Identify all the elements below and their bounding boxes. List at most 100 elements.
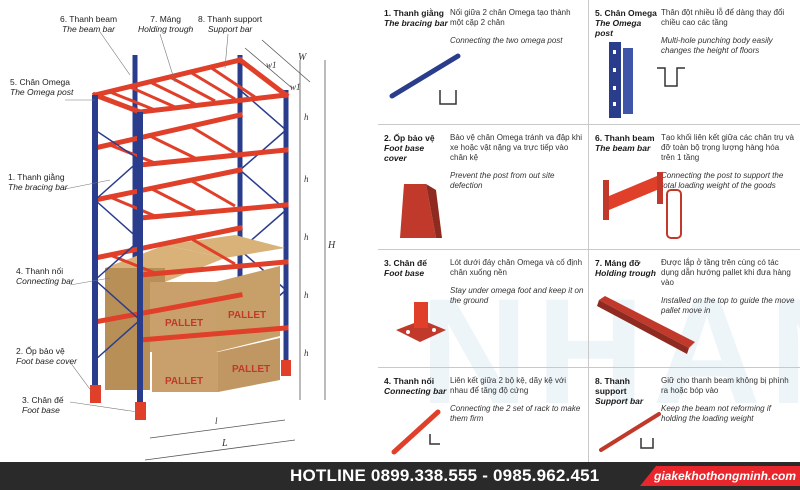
- foot-covers: [90, 360, 291, 420]
- watermark: NHANH: [420, 267, 800, 435]
- callout-trough-vi: 7. Máng: [150, 14, 181, 24]
- beam-bar-icon: [603, 172, 682, 239]
- part-title-vi: 1. Thanh giằng: [384, 8, 444, 18]
- dim-W: W: [298, 52, 308, 63]
- rack-diagram: PALLET PALLET PALLET PALLET: [59, 31, 336, 461]
- part-title-vi: 6. Thanh beam: [595, 133, 655, 143]
- callout-trough: 7. Máng Holding trough: [138, 14, 193, 34]
- part-title-vi: 2. Ốp bảo vệ: [384, 133, 435, 143]
- dim-h-5: h: [304, 348, 309, 358]
- part-desc-en: Prevent the post from out site defection: [450, 171, 555, 190]
- foot-base-icon: [396, 302, 446, 342]
- part-title-vi: 3. Chân đế: [384, 258, 427, 268]
- callout-beam-en: The beam bar: [62, 24, 115, 34]
- callout-cover-en: Foot base cover: [16, 356, 77, 366]
- support-bar-icon: [599, 412, 661, 452]
- dim-h-3: h: [304, 232, 309, 242]
- part-desc-en: Connecting the 2 set of rack to make the…: [450, 404, 581, 423]
- callout-support-en: Support bar: [207, 24, 253, 34]
- dim-w1-bottom: w1: [290, 82, 301, 92]
- callout-foot-en: Foot base: [22, 405, 60, 415]
- dim-l: l: [215, 416, 218, 426]
- part-desc-vi: Liên kết giữa 2 bộ kệ, dãy kệ với nhau đ…: [450, 376, 566, 395]
- hotline-text[interactable]: HOTLINE 0899.338.555 - 0985.962.451: [290, 466, 600, 485]
- part-title-vi: 8. Thanh support: [595, 376, 630, 396]
- callout-bracing-vi: 1. Thanh giằng: [8, 172, 65, 182]
- callout-connect-en: Connecting bar: [16, 276, 74, 286]
- part-title-en: The beam bar: [595, 143, 651, 153]
- callout-foot-vi: 3. Chân đế: [22, 395, 64, 405]
- part-desc-vi: Tạo khối liên kết giữa các chân trụ và đ…: [661, 133, 794, 162]
- bracing-bar-icon: [389, 53, 461, 105]
- pallet-label-4: PALLET: [232, 364, 270, 375]
- part-title-en: Foot base cover: [384, 143, 425, 163]
- part-desc-vi: Bảo vệ chân Omega tránh va đập khi xe ho…: [450, 133, 583, 162]
- part-desc-en: Connecting the two omega post: [450, 36, 563, 45]
- callout-beam: 6. Thanh beam The beam bar: [60, 14, 117, 34]
- part-title-vi: 4. Thanh nối: [384, 376, 435, 386]
- callout-cover-vi: 2. Ốp bảo vệ: [16, 346, 65, 356]
- part-desc-vi: Được lắp ở tầng trên cùng có tác dụng dẫ…: [661, 258, 791, 287]
- connecting-bar-icon: [391, 409, 441, 455]
- pallet-label-2: PALLET: [228, 310, 266, 321]
- dim-h-4: h: [304, 290, 309, 300]
- callout-foot: 3. Chân đế Foot base: [22, 395, 64, 415]
- callout-beam-vi: 6. Thanh beam: [60, 14, 118, 24]
- callout-connect-vi: 4. Thanh nối: [16, 266, 64, 276]
- part-desc-en: Connecting the post to support the total…: [661, 171, 784, 190]
- part-desc-en: Multi-hole punching body easily changes …: [661, 36, 773, 55]
- top-troughs: [109, 65, 256, 275]
- part-desc-en: Stay under omega foot and keep it on the…: [450, 286, 584, 305]
- part-title-en: The Omega post: [595, 18, 642, 38]
- front-bracing: [94, 129, 141, 361]
- dim-w1-top: w1: [266, 60, 277, 70]
- callout-omega-en: The Omega post: [10, 87, 74, 97]
- part-title-en: Connecting bar: [384, 386, 447, 396]
- pallet-label-1: PALLET: [165, 318, 203, 329]
- pallet-label-3: PALLET: [165, 376, 203, 387]
- callout-bracing-en: The bracing bar: [8, 182, 68, 192]
- part-title-vi: 7. Máng đỡ: [595, 258, 641, 268]
- beam-levels: [91, 56, 290, 343]
- part-title-vi: 5. Chân Omega: [595, 8, 657, 18]
- holding-trough-icon: [597, 296, 695, 354]
- part-title-en: Support bar: [595, 396, 644, 406]
- callout-omega-vi: 5. Chân Omega: [10, 77, 71, 87]
- dimension-lines: [144, 39, 326, 461]
- part-desc-vi: Lót dưới đáy chân Omega và cố định chân …: [450, 258, 583, 277]
- part-desc-vi: Thân đột nhiều lỗ để dàng thay đổi chiều…: [661, 8, 785, 27]
- rack-illustration: PALLET PALLET PALLET PALLET: [0, 0, 378, 462]
- dim-h-2: h: [304, 174, 309, 184]
- callout-connect: 4. Thanh nối Connecting bar: [16, 266, 74, 286]
- part-title-en: Foot base: [384, 268, 425, 278]
- callout-trough-en: Holding trough: [138, 24, 194, 34]
- dim-h-1: h: [304, 112, 309, 122]
- website-link[interactable]: giakekhothongminh.com: [640, 466, 800, 486]
- part-title-en: The bracing bar: [384, 18, 448, 28]
- pallet-boxes: [105, 235, 285, 392]
- front-posts: [92, 95, 143, 418]
- callout-support-vi: 8. Thanh support: [198, 14, 263, 24]
- part-desc-en: Keep the beam not reforming if holding t…: [661, 404, 771, 423]
- callout-support: 8. Thanh support Support bar: [198, 14, 262, 34]
- part-desc-vi: Nối giữa 2 chân Omega tạo thành một cặp …: [450, 8, 571, 27]
- callout-cover: 2. Ốp bảo vệ Foot base cover: [16, 346, 77, 366]
- hotline-bar: HOTLINE 0899.338.555 - 0985.962.451 giak…: [0, 462, 800, 490]
- dim-L: L: [221, 438, 228, 449]
- omega-post-icon: [609, 42, 685, 118]
- part-title-en: Holding trough: [595, 268, 656, 278]
- callout-bracing: 1. Thanh giằng The bracing bar: [8, 172, 68, 192]
- part-desc-en: Installed on the top to guide the move p…: [661, 296, 795, 315]
- foot-cover-icon: [400, 184, 442, 238]
- part-desc-vi: Giữ cho thanh beam không bị phình ra hoặ…: [661, 376, 789, 395]
- leader-lines: [59, 31, 229, 413]
